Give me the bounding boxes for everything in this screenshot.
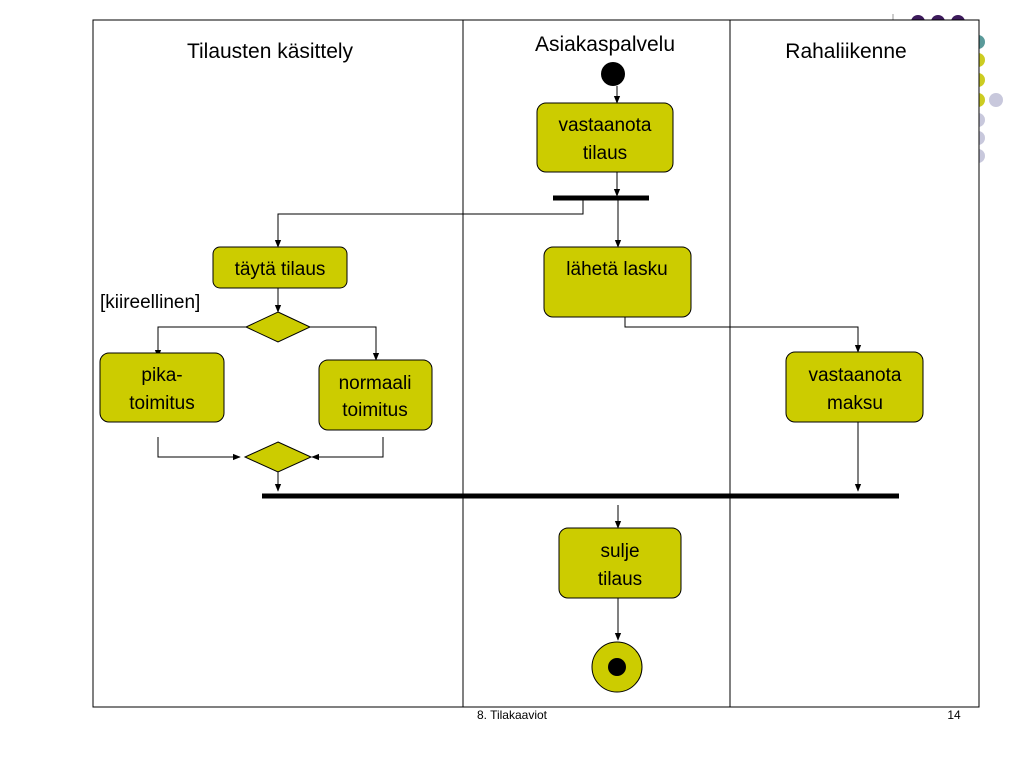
action-close-order-line2: tilaus <box>598 569 642 590</box>
action-receive-order-line1: vastaanota <box>559 115 652 136</box>
action-send-invoice-label: lähetä lasku <box>566 259 667 280</box>
final-node <box>591 641 643 693</box>
action-receive-payment-line1: vastaanota <box>809 365 902 386</box>
action-receive-order: vastaanota tilaus <box>536 102 674 173</box>
action-receive-payment: vastaanota maksu <box>785 351 924 423</box>
action-fill-order-label: täytä tilaus <box>235 259 326 280</box>
action-send-invoice: lähetä lasku <box>543 246 692 318</box>
action-express-delivery-line2: toimitus <box>129 393 194 414</box>
lane-title-order-handling: Tilausten käsittely <box>187 40 354 63</box>
lane-title-customer-service: Asiakaspalvelu <box>535 33 675 56</box>
initial-node <box>601 62 625 86</box>
action-normal-delivery-line1: normaali <box>339 373 412 394</box>
footer-title: 8. Tilakaaviot <box>477 708 548 722</box>
flow-fork-to-fill-order <box>274 198 584 248</box>
page-number: 14 <box>947 708 961 722</box>
action-express-delivery-line1: pika- <box>141 365 182 386</box>
action-receive-payment-line2: maksu <box>827 393 883 414</box>
decision-node <box>244 311 312 343</box>
lane-title-payments: Rahaliikenne <box>785 40 906 63</box>
flow-normal-to-merge <box>311 437 384 461</box>
flow-express-to-merge <box>157 437 241 461</box>
flow-invoice-to-payment <box>624 317 862 353</box>
action-fill-order: täytä tilaus <box>212 246 348 289</box>
guard-urgent: [kiireellinen] <box>100 292 200 313</box>
action-close-order: sulje tilaus <box>558 527 682 599</box>
action-normal-delivery-line2: toimitus <box>342 400 407 421</box>
action-normal-delivery: normaali toimitus <box>318 359 433 431</box>
action-receive-order-line2: tilaus <box>583 143 627 164</box>
action-express-delivery: pika- toimitus <box>99 352 225 423</box>
flow-decision-to-express <box>154 326 246 358</box>
flow-decision-to-normal <box>310 326 380 361</box>
action-close-order-line1: sulje <box>600 541 639 562</box>
